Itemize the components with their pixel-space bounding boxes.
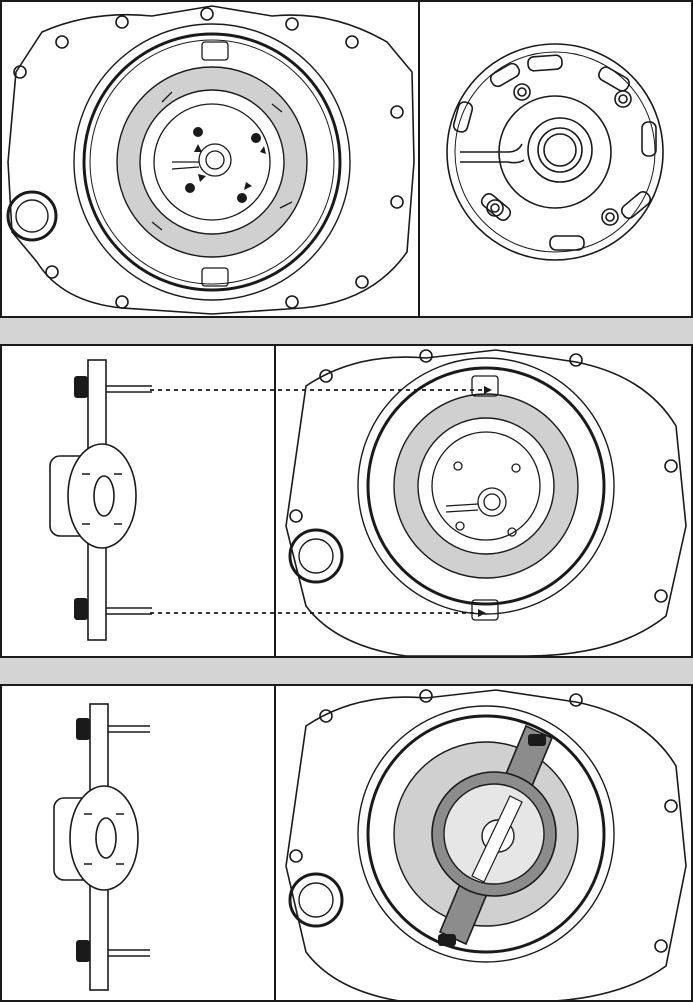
step1-housing-drawing [6,5,415,315]
housing-outline [7,5,415,315]
bolt-icon-group [185,127,266,203]
clutch-detail-drawing [446,43,664,261]
lock-knob-icon [76,718,90,962]
step2-housing-panel [274,344,693,658]
side-bearing [6,190,58,242]
step2-tool-panel [0,344,276,658]
step2-housing-drawing [285,349,687,656]
mounted-tool [431,724,557,946]
arrow-icon [194,144,202,152]
arrow-icon [198,174,206,182]
bolt-icon [185,183,195,193]
housing-bolts [13,7,404,309]
lock-knob-icon [438,734,546,946]
step3-tool-panel [0,684,276,1002]
side-bearing [288,528,344,584]
bolt-icon [237,193,247,203]
side-bearing [288,872,344,928]
step3-tool-drawing [53,703,150,991]
bolt-icon [193,127,203,137]
lock-knob-icon [74,376,88,620]
bolt-icon [251,133,261,143]
step3-housing-drawing [285,689,687,1000]
separator-band-2 [0,658,693,684]
arrow-icon [260,146,266,154]
step2-tool-drawing [49,359,152,641]
arrow-icon [244,182,252,190]
step1-clutch-detail-panel [418,0,693,318]
step1-housing-panel [0,0,420,318]
step3-housing-panel [274,684,693,1002]
separator-band-1 [0,318,693,344]
